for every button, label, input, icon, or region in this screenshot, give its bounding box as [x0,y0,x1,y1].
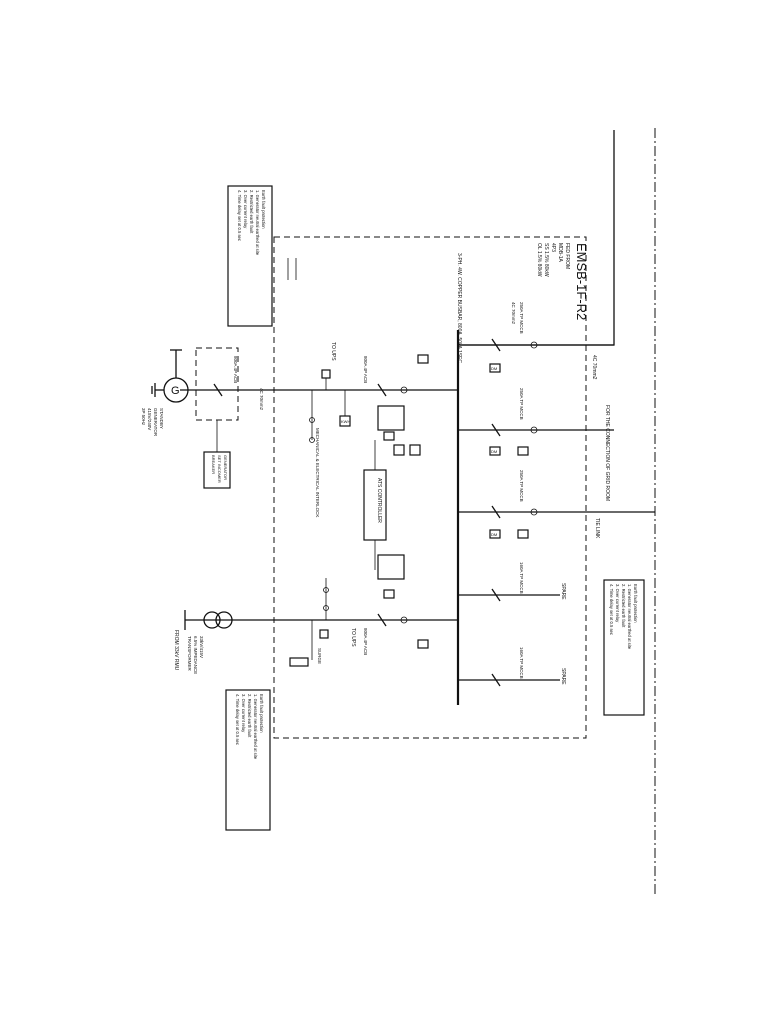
tx-to-ups: TO UPS [350,628,356,647]
note-top-header: Earth fault protection [261,190,266,229]
feeder-5-load: SPARE [560,668,566,685]
note-bottom-item-1: 1. Generator neutral earthed at site [253,694,258,760]
feeder-3-rating: 250A TP MCCB [519,470,524,502]
panel-spec-line-3: SS 1.5% 80kW [543,243,549,277]
feeder-5-rating: 160A TP MCCB [519,647,524,679]
panel-fed-from: FED FROM [564,243,570,269]
note-top-item-4: 4. Time delay set at 0.5 sec [237,190,242,241]
panel-title-group: EMSB-1F-R2 [574,243,589,320]
gen-cable-label: 4C 70mm2 [259,388,264,411]
interlock-label: MECHANICAL & ELECTRICAL INTERLOCK [315,428,320,517]
note-bottom-header: Earth fault protection [259,694,264,733]
gen-to-ups: TO UPS [330,342,336,361]
gen-label-2: GENERATOR [153,408,158,437]
note-bottom-item-4: 4. Time delay set at 0.5 sec [235,694,240,745]
generator-breaker-box [195,347,239,421]
ats-controller-label: ATS CONTROLLER [376,478,382,523]
panel-spec-line-4: OL 1.5% 80kW [536,243,542,277]
tx-label-1: 33kV/415V [199,636,204,658]
panel-spec-line-2: 4P3 [550,243,556,252]
panel-enclosure [273,236,587,739]
incoming-cable-label: 4C 70mm2 [591,355,597,380]
feeder-4-load: SPARE [560,583,566,600]
feeder-2: DM 250A TP MCCB FOR THE CONNECTION OF GR… [458,388,614,501]
note-right-item-1: 1. Generator neutral earthed at site [627,584,632,650]
note-right-item-3: 3. Over current relay [615,584,620,623]
gen-side-label-2: SET INCOMER [217,455,222,483]
note-top-item-3: 3. Over current relay [243,190,248,229]
panel-title: EMSB-1F-R2 [574,243,589,320]
feeder-4: 160A TP MCCB SPARE [458,562,566,602]
grid-connection-label: FOR THE CONNECTION OF GRID ROOM [604,405,610,501]
note-right-item-4: 4. Time delay set at 0.5 sec [609,584,614,635]
note-box-bottom: Earth fault protection 1. Generator neut… [225,689,271,831]
tie-link-label: TIE LINK [594,518,600,539]
tx-label-2: 6.5% IMPEDANCE [193,636,198,674]
feeder-4-rating: 160A TP MCCB [519,562,524,594]
note-right-item-2: 2. Restricted earth fault [621,584,626,628]
feeder-1-rating: 250A TP MCCB [519,302,524,334]
gen-breaker-rating: 800A 4P ACB [233,356,238,383]
feeder-3: DM 250A TP MCCB TIE LINK [458,470,655,539]
note-bottom-item-3: 3. Over current relay [241,694,246,733]
note-box-top: Earth fault protection 1. Generator neut… [227,185,273,327]
panel-spec: FED FROM MDB-1A 4P3 SS 1.5% 80kW OL 1.5%… [536,243,570,277]
gen-label-4: 3P 50Hz [141,408,146,426]
note-top-item-2: 2. Restricted earth fault [249,190,254,234]
gen-side-label-3: BREAKER [211,455,216,474]
gen-side-label-1: GENERATOR [223,455,228,480]
busbar-label: 3-PH. 4W. COPPER BUSBAR, 800A, 50kA 1SEC [456,253,462,363]
legend-small [287,258,297,280]
earth-symbol-top [170,349,182,378]
generator-incomer: G 800A 4P ACB STANDBY GENERATOR 415V/240… [141,342,458,489]
feeder-2-rating: 250A TP MCCB [519,388,524,420]
svg-text:DM: DM [491,449,497,454]
feeder-5: 160A TP MCCB SPARE [458,647,566,687]
gen-label-1: STANDBY [159,408,164,429]
tx-label-3: TRANSFORMER [187,636,192,672]
note-right-header: Earth fault protection [633,584,638,623]
svg-text:DM: DM [491,532,497,537]
gen-label-3: 415V/240V [147,408,152,430]
tx-surge-label: SURGE [317,648,322,664]
panel-spec-line-1: MDB-1A [557,243,563,263]
feeder-1: DM 250A TP MCCB 4C 70mm2 [458,302,614,373]
transformer-incomer: FROM 33kV RMU 33kV/415V 6.5% IMPEDANCE T… [173,554,458,674]
transformer-winding-1 [203,611,221,629]
gen-kwh-meter: KWH [341,419,350,424]
note-top-item-1: 1. Generator neutral earthed at site [255,190,260,256]
transformer-winding-2 [215,611,233,629]
gen-acb-rating: 800A 4P ACB [363,356,368,383]
ats-controller: ATS CONTROLLER MECHANICAL & ELECTRICAL I… [315,428,387,570]
note-box-right: Earth fault protection 1. Generator neut… [603,579,645,716]
generator-symbol-letter: G [171,385,180,397]
tx-acb-rating: 800A 4P ACB [363,628,368,655]
note-bottom-item-2: 2. Restricted earth fault [247,694,252,738]
svg-text:DM: DM [491,366,497,371]
feeder-1-cable: 4C 70mm2 [511,302,516,325]
transformer-from: FROM 33kV RMU [173,630,179,671]
